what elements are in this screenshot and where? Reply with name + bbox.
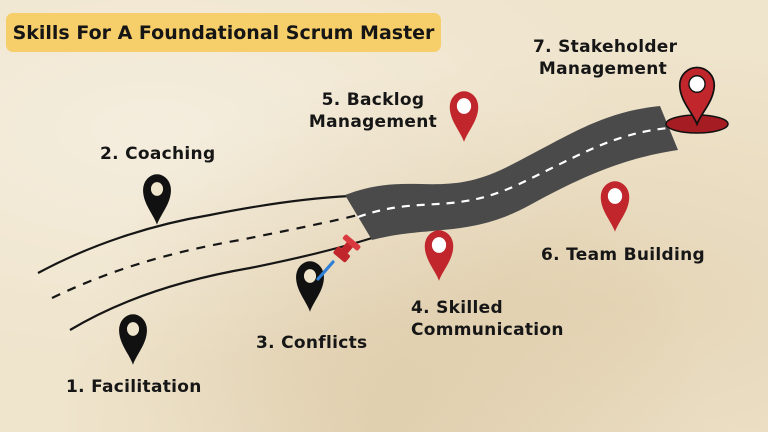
page-title: Skills For A Foundational Scrum Master: [12, 21, 435, 44]
red-map-pin-icon: [600, 181, 630, 232]
black-map-pin-icon: [143, 174, 171, 225]
title-banner: Skills For A Foundational Scrum Master: [6, 13, 441, 52]
step-4-label-line2: Communication: [411, 320, 564, 340]
asphalt-road-centerline: [357, 126, 669, 219]
step-6-label: 6. Team Building: [541, 245, 705, 265]
step-5-label: 5. Backlog Management: [306, 89, 440, 133]
asphalt-road: [345, 106, 678, 240]
black-map-pin-icon: [119, 314, 147, 365]
road-outline-bottom: [69, 236, 373, 331]
step-4-label: 4. Skilled Communication: [411, 297, 564, 341]
road-outline-top: [37, 194, 351, 274]
red-map-pin-icon: [449, 91, 479, 142]
step-7-label-line1: 7. Stakeholder: [533, 37, 678, 57]
push-pin-icon: [316, 234, 361, 281]
step-5-label-line1: 5. Backlog: [321, 90, 425, 110]
large-red-map-pin-icon: [665, 66, 729, 134]
road-centerline-sketch: [51, 212, 363, 299]
step-1-label: 1. Facilitation: [66, 377, 202, 397]
step-2-label: 2. Coaching: [100, 144, 216, 164]
step-7-label: 7. Stakeholder Management: [533, 36, 678, 80]
step-7-label-line2: Management: [538, 59, 668, 79]
black-map-pin-icon: [296, 261, 324, 312]
step-3-label: 3. Conflicts: [256, 333, 368, 353]
red-map-pin-icon: [424, 230, 454, 281]
step-5-label-line2: Management: [308, 112, 438, 132]
step-4-label-line1: 4. Skilled: [411, 298, 503, 318]
